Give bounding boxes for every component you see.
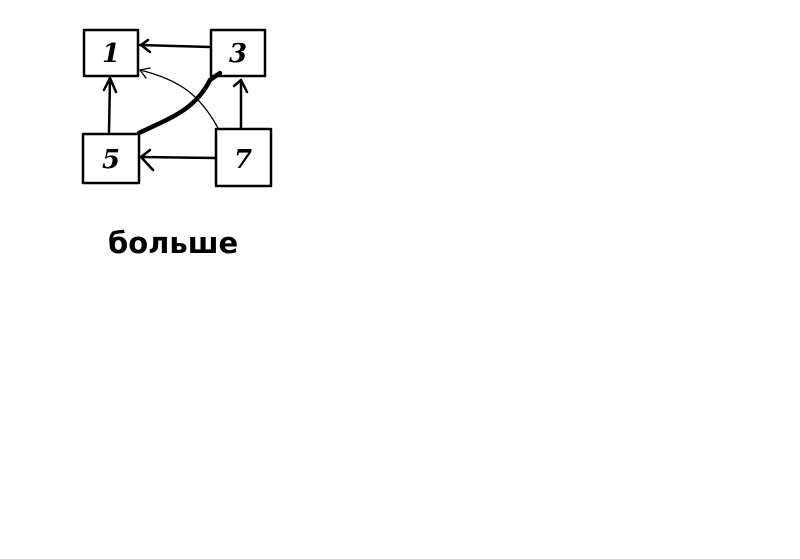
edge-5-to-1	[102, 76, 118, 134]
node-1-box	[82, 28, 140, 78]
node-7-box	[214, 127, 273, 188]
node-3-label: 3	[229, 39, 247, 69]
edge-3-to-1	[138, 38, 212, 54]
edge-7-to-1	[139, 67, 219, 129]
edge-7-to-3	[232, 78, 249, 130]
edge-5-to-3-thick	[136, 70, 223, 136]
node-3-box	[209, 28, 267, 78]
node-1-label: 1	[102, 39, 120, 69]
edge-7-to-5	[139, 148, 217, 172]
node-5-label: 5	[102, 145, 120, 175]
node-5-box	[81, 132, 141, 185]
diagram-caption: больше	[108, 226, 239, 260]
node-7-label: 7	[234, 145, 252, 175]
